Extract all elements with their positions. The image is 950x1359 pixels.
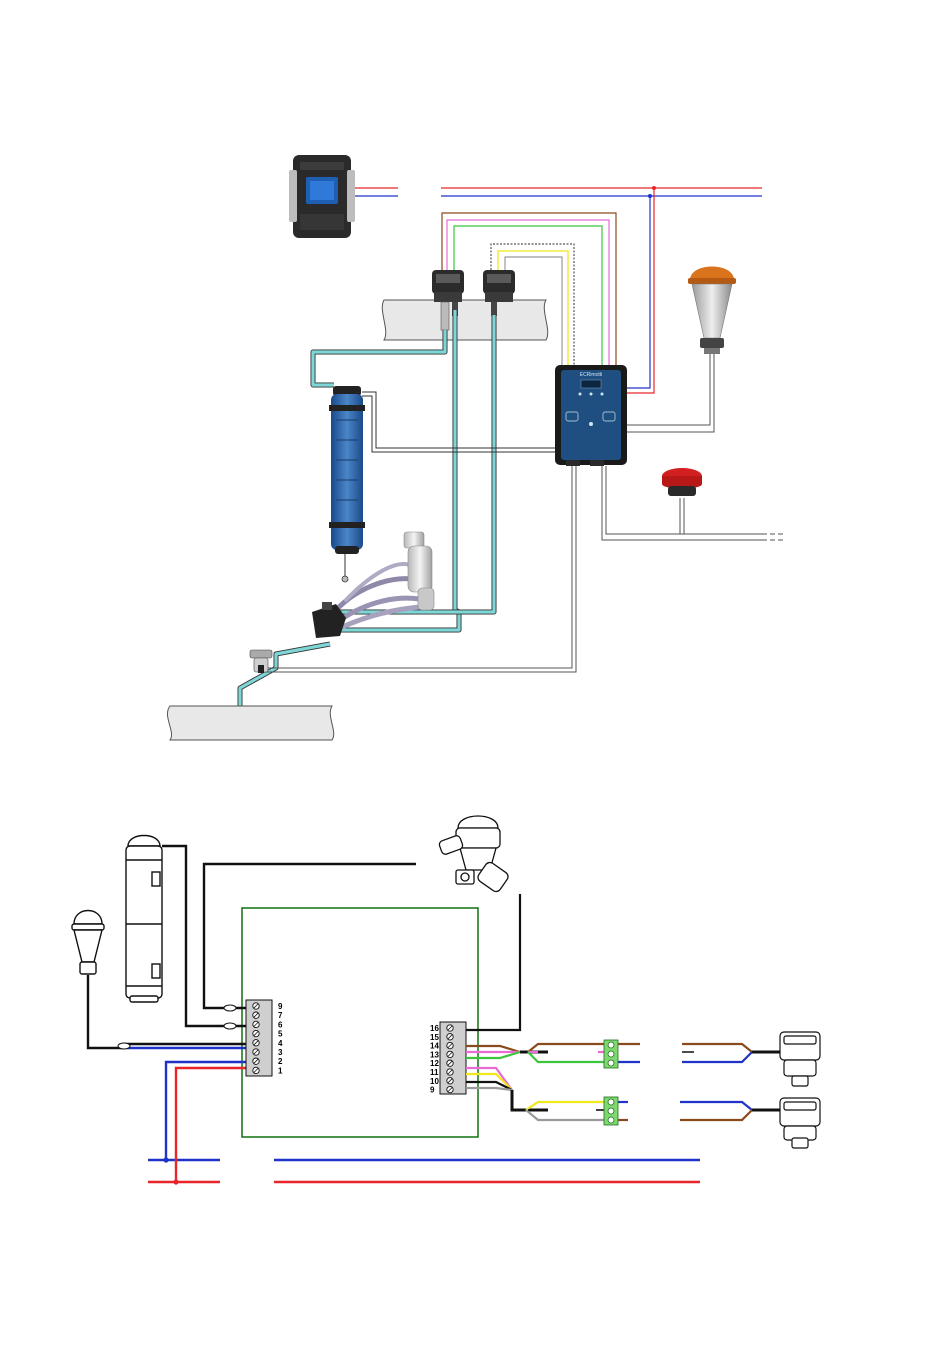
terminal-number: 3 [278, 1048, 283, 1057]
terminal-number: 7 [278, 1011, 283, 1020]
controller-brand: ECRimotti [580, 372, 603, 378]
connector-block-1 [604, 1040, 618, 1068]
connector-block-2 [604, 1097, 618, 1125]
milk-pipe-bottom [167, 706, 333, 740]
terminal-number: 9 [278, 1002, 283, 1011]
signal-lamp [688, 267, 736, 355]
controller-unit: ECRimotti [555, 365, 627, 466]
terminal-number: 4 [278, 1039, 283, 1048]
terminal-number: 5 [278, 1030, 283, 1039]
terminal-number: 2 [278, 1057, 283, 1066]
receiver-jar-schematic [126, 836, 162, 1003]
terminal-number: 14 [430, 1042, 439, 1051]
terminal-number: 6 [278, 1020, 283, 1029]
terminal-number: 10 [430, 1077, 439, 1086]
terminal-number: 9 [430, 1086, 435, 1095]
air-tubes [240, 310, 494, 710]
terminal-number: 12 [430, 1059, 439, 1068]
vacuum-pipe-top [382, 300, 547, 340]
pulsator-schematic-1 [780, 1032, 820, 1086]
shutoff-valve-schematic [438, 816, 510, 893]
pulsator-schematic-2 [780, 1098, 820, 1148]
right-terminal-wires [466, 894, 780, 1120]
terminal-number: 16 [430, 1024, 439, 1033]
pulsator-signal-wires [442, 213, 616, 366]
push-button [662, 468, 702, 496]
power-supply-unit [289, 155, 355, 238]
terminal-number: 1 [278, 1066, 283, 1075]
signal-lamp-schematic [72, 911, 104, 975]
terminal-number: 13 [430, 1050, 439, 1059]
terminal-number: 15 [430, 1033, 439, 1042]
receiver-jar [329, 386, 365, 582]
terminal-number: 11 [430, 1068, 439, 1077]
